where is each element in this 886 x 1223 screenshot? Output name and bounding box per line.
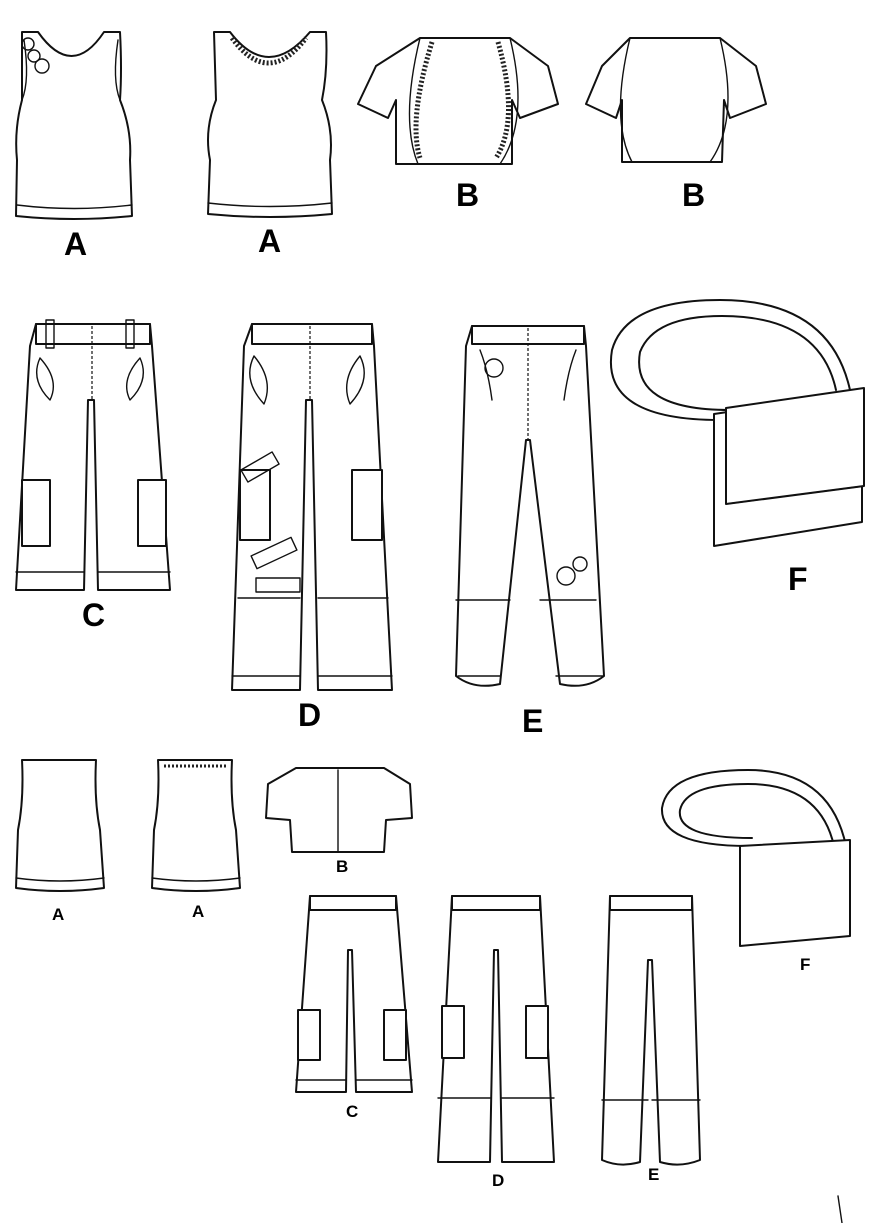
tank-top-a-front-lace — [207, 31, 333, 218]
label-c: C — [82, 597, 105, 633]
label-b-1: B — [456, 177, 479, 213]
label-b-2: B — [682, 177, 705, 213]
label-d: D — [298, 697, 321, 733]
bolero-b-front-1 — [357, 37, 559, 165]
cargo-pants-c — [15, 319, 171, 591]
label-back-b: B — [336, 857, 348, 876]
label-back-d: D — [492, 1171, 504, 1190]
back-tank-a-2 — [151, 759, 241, 892]
label-f: F — [788, 561, 808, 597]
jogger-pants-e — [455, 325, 605, 687]
back-tank-a-1 — [15, 759, 105, 892]
cargo-pants-d — [231, 323, 393, 691]
label-a-1: A — [64, 226, 87, 262]
back-pants-e — [601, 895, 701, 1166]
label-e: E — [522, 703, 543, 739]
back-bolero-b — [265, 767, 413, 853]
shoulder-bag-f — [609, 299, 865, 547]
stray-mark — [837, 1195, 843, 1223]
label-back-a-1: A — [52, 905, 64, 924]
label-back-a-2: A — [192, 902, 204, 921]
bolero-b-front-2 — [585, 37, 767, 163]
label-a-2: A — [258, 223, 281, 259]
back-pants-c — [295, 895, 413, 1093]
tank-top-a-front — [15, 31, 133, 220]
label-back-e: E — [648, 1165, 659, 1184]
label-back-f: F — [800, 955, 810, 974]
label-back-c: C — [346, 1102, 358, 1121]
back-bag-f — [660, 769, 851, 947]
back-pants-d — [437, 895, 555, 1163]
